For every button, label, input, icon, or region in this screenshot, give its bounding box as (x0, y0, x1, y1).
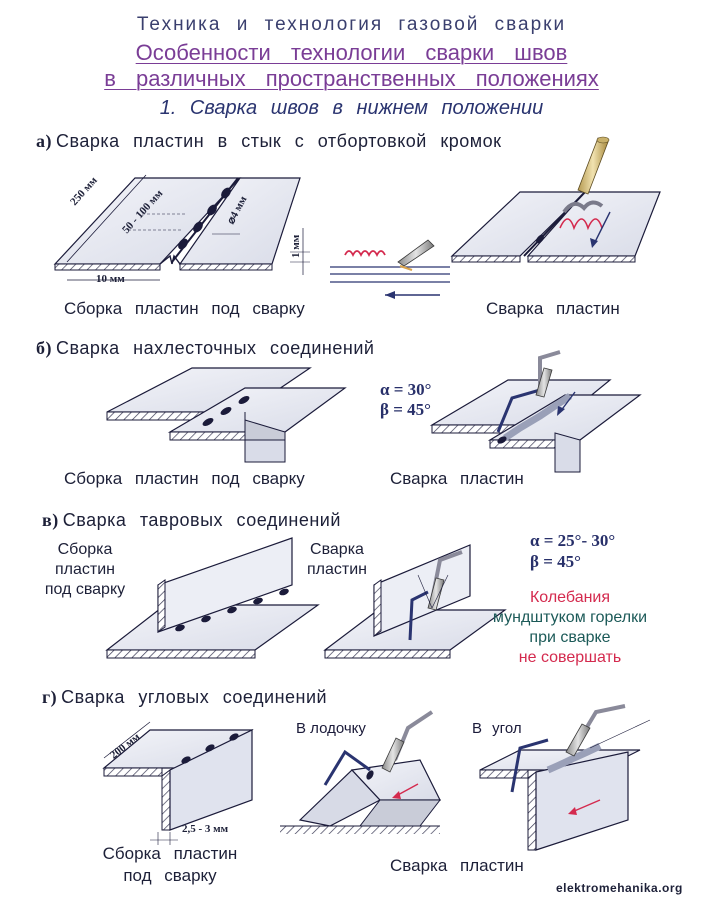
flame-wave-side (344, 250, 386, 258)
page-header-title: Техника и технология газовой сварки (136, 14, 567, 35)
section-v-note: Колебания мундштуком горелки при сварке … (480, 588, 660, 668)
diagram-a-assembly (53, 174, 310, 281)
section-v-label-right: Сварка пластин (292, 540, 382, 580)
diagram-a-welding (330, 136, 661, 299)
torch-v (427, 577, 445, 611)
dim-flange-label: 10 мм (96, 273, 125, 285)
section-b-beta: β = 45° (380, 400, 431, 419)
section-b-title: б)Сварка нахлесточных соединений (36, 338, 374, 359)
section-v-label-left-3: под сварку (44, 581, 126, 598)
section-g-letter: г) (42, 687, 58, 707)
tack-welds (178, 187, 231, 250)
page-heading-line2: в различных пространственных положениях (104, 66, 599, 91)
section-a-title-text: Сварка пластин в стык с отбортовкой кром… (56, 131, 502, 151)
section-a-title: а)Сварка пластин в стык с отбортовкой кр… (36, 131, 502, 152)
diagram-b-assembly (106, 367, 347, 463)
section-b-alpha: α = 30° (380, 380, 432, 399)
watermark: elektromehanika.org (556, 881, 683, 895)
section-g-label-corner: В угол (472, 720, 522, 737)
weld-oscillation-path (559, 218, 603, 231)
section-v-label-right-1: Сварка (310, 541, 364, 558)
dim-g-gap-label: 2,5 - 3 мм (182, 823, 229, 835)
section-g-caption-right: Сварка пластин (390, 856, 524, 875)
section-g-title-text: Сварка угловых соединений (61, 687, 328, 707)
diagram-g-assembly (102, 721, 254, 845)
plate-left-section (54, 263, 161, 271)
section-g-label-boat: В лодочку (296, 720, 366, 737)
section-g-caption-left: Сборка пластин под сварку (80, 843, 260, 887)
section-g-caption-left-2: под сварку (123, 866, 217, 885)
torch-g-boat (381, 737, 405, 773)
page-heading-line1: Особенности технологии сварки швов (135, 40, 568, 65)
section-a-caption-right: Сварка пластин (486, 299, 620, 318)
torch-b (535, 367, 553, 398)
section-b-letter: б) (36, 338, 52, 358)
section-b-caption-right: Сварка пластин (390, 469, 524, 488)
diagram-g-boat (280, 710, 442, 834)
section-a-caption-left: Сборка пластин под сварку (64, 299, 305, 318)
section-a-letter: а) (36, 131, 52, 151)
plate-right-section (179, 263, 273, 271)
diagram-b-welding (429, 350, 642, 473)
torch-a (577, 137, 609, 195)
dim-height-label: 1 мм (290, 234, 302, 258)
diagram-g-corner (479, 704, 651, 851)
diagram-v-welding (323, 544, 507, 659)
section-b-title-text: Сварка нахлесточных соединений (56, 338, 375, 358)
torch-g-corner (565, 723, 591, 757)
section-v-note-line2: мундштуком горелки (492, 609, 648, 626)
section-v-label-left-1: Сборка (57, 541, 113, 558)
section-v-note-line4: не совершать (518, 649, 622, 666)
page-subtitle: 1. Сварка швов в нижнем положении (159, 97, 544, 119)
diagram-v-assembly (105, 537, 320, 659)
section-v-letter: в) (42, 510, 59, 530)
section-v-title: в)Сварка тавровых соединений (42, 510, 341, 531)
section-v-label-right-2: пластин (307, 561, 367, 578)
section-g-caption-left-1: Сборка пластин (102, 844, 238, 863)
section-v-note-line1: Колебания (529, 589, 611, 606)
section-v-title-text: Сварка тавровых соединений (62, 510, 341, 530)
section-v-label-left: Сборка пластин под сварку (30, 540, 140, 600)
section-v-note-line3: при сварке (529, 629, 611, 646)
section-v-label-left-2: пластин (55, 561, 115, 578)
section-v-alpha: α = 25°- 30° (530, 531, 616, 550)
section-b-caption-left: Сборка пластин под сварку (64, 469, 305, 488)
section-g-title: г)Сварка угловых соединений (42, 687, 327, 708)
section-v-beta: β = 45° (530, 552, 581, 571)
